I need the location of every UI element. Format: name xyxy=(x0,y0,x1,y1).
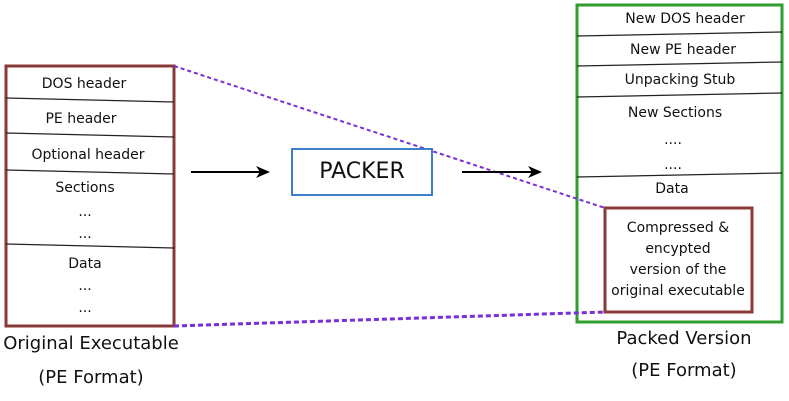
packed-version-box xyxy=(575,3,784,324)
packed-divider xyxy=(576,61,783,67)
packed-row-unpacking-stub: Unpacking Stub xyxy=(624,72,736,88)
packed-divider xyxy=(576,172,783,178)
compressed-line-2: version of the xyxy=(629,262,727,278)
original-row-ellipsis: ... xyxy=(78,226,92,242)
original-caption-title: Original Executable xyxy=(3,333,179,354)
original-divider xyxy=(5,243,175,249)
original-row-ellipsis: ... xyxy=(78,300,92,316)
compressed-line-3: original executable xyxy=(611,283,745,299)
packed-row-ellipsis: .... xyxy=(664,157,682,173)
original-row-ellipsis: ... xyxy=(78,204,92,220)
packed-row-data: Data xyxy=(655,181,689,197)
original-executable-box xyxy=(4,64,176,328)
packer-box: PACKER xyxy=(291,148,433,196)
mapping-dashed-line-bottom xyxy=(173,310,606,328)
packer-label: PACKER xyxy=(319,159,405,184)
packed-row-new-sections: New Sections xyxy=(627,105,723,121)
original-divider xyxy=(5,97,175,103)
original-row-optional-header: Optional header xyxy=(31,147,145,163)
original-row-data: Data xyxy=(68,256,102,272)
original-row-ellipsis: ... xyxy=(78,278,92,294)
original-divider xyxy=(5,132,175,138)
original-row-dos-header: DOS header xyxy=(41,76,127,92)
compressed-line-1: Compressed & encypted xyxy=(626,220,730,257)
packed-row-new-dos-header: New DOS header xyxy=(625,11,745,27)
original-caption-format: (PE Format) xyxy=(38,367,144,388)
packed-row-ellipsis: .... xyxy=(664,132,682,148)
compressed-executable-box xyxy=(603,206,754,314)
packed-caption-format: (PE Format) xyxy=(631,360,737,381)
original-row-sections: Sections xyxy=(55,180,115,196)
packed-divider xyxy=(576,31,783,37)
original-divider xyxy=(5,169,175,175)
packed-caption-title: Packed Version xyxy=(616,328,752,349)
original-row-pe-header: PE header xyxy=(45,111,117,127)
packed-divider xyxy=(576,92,783,98)
packed-row-new-pe-header: New PE header xyxy=(629,42,737,58)
mapping-dashed-line-top xyxy=(173,65,606,209)
compressed-executable-text: Compressed & encypted version of the ori… xyxy=(608,218,748,302)
